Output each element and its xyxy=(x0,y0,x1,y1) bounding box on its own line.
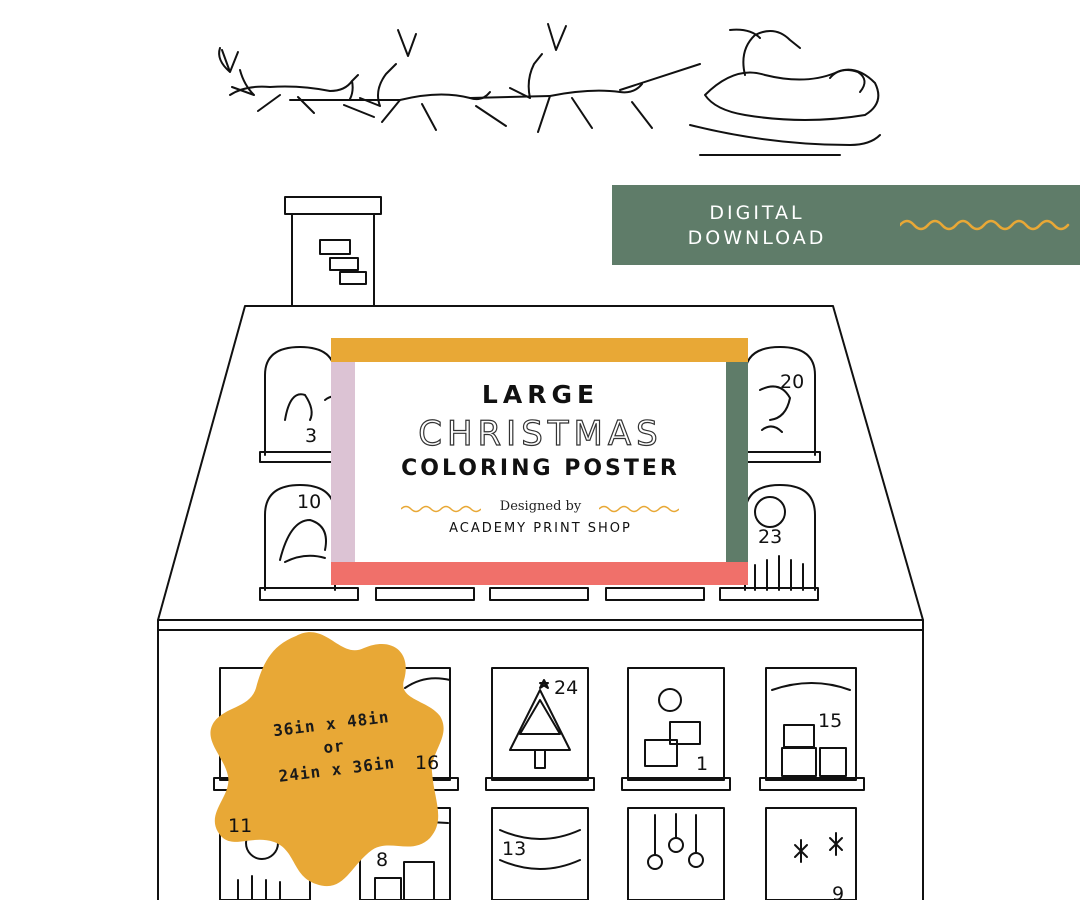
window-number-24: 24 xyxy=(554,677,578,699)
digital-download-banner: DIGITAL DOWNLOAD xyxy=(612,185,1080,265)
card-border-bottom xyxy=(331,562,748,585)
window-number-15: 15 xyxy=(818,710,842,732)
house-outline-icon xyxy=(157,305,924,900)
wave-decoration-icon xyxy=(900,219,1070,231)
window-number-1: 1 xyxy=(696,753,708,775)
card-border-left xyxy=(331,362,355,562)
window-number-11: 11 xyxy=(228,815,252,837)
title-card: LARGE CHRISTMAS COLORING POSTER Designed… xyxy=(331,338,748,585)
chimney-icon xyxy=(284,196,382,307)
card-border-top xyxy=(331,338,748,362)
santa-sleigh-icon xyxy=(218,23,881,156)
window-number-20: 20 xyxy=(780,371,804,393)
window-number-9: 9 xyxy=(832,883,844,900)
window-number-13: 13 xyxy=(502,838,526,860)
window-number-16: 16 xyxy=(415,752,439,774)
window-number-3: 3 xyxy=(305,425,317,447)
designed-by-label: Designed by xyxy=(499,499,582,514)
window-number-10: 10 xyxy=(297,491,321,513)
size-badge-icon xyxy=(210,632,444,887)
banner-line-2: DOWNLOAD xyxy=(687,227,827,249)
title-coloring-poster: COLORING POSTER xyxy=(401,456,680,481)
window-number-8: 8 xyxy=(376,849,388,871)
shop-name: ACADEMY PRINT SHOP xyxy=(449,521,632,536)
wave-right-icon xyxy=(599,505,679,513)
wave-left-icon xyxy=(401,505,481,513)
banner-label: DIGITAL DOWNLOAD xyxy=(652,201,862,251)
banner-line-1: DIGITAL xyxy=(709,202,805,224)
card-border-right xyxy=(726,362,748,562)
title-christmas: CHRISTMAS xyxy=(418,413,663,454)
title-large: LARGE xyxy=(481,380,600,409)
window-number-23: 23 xyxy=(758,526,782,548)
